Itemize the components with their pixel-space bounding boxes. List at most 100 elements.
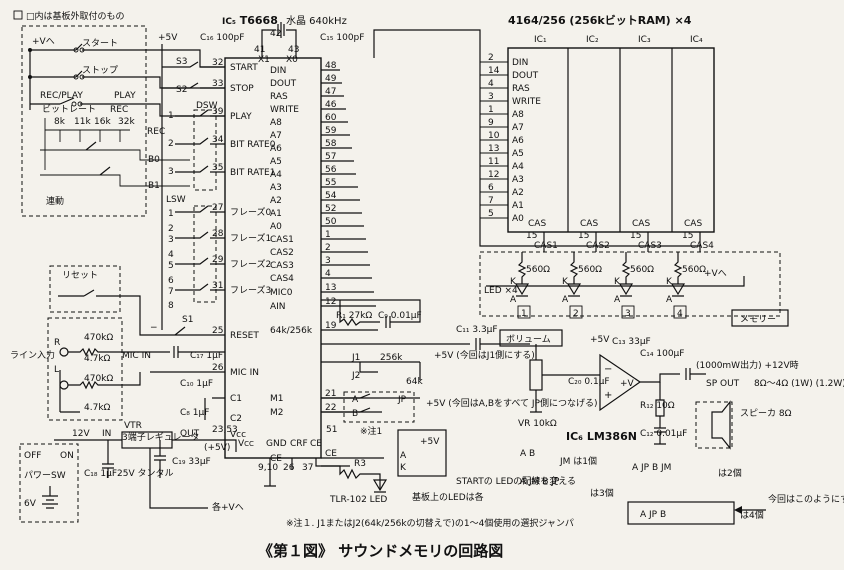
j2-label: J2: [351, 371, 360, 381]
jack-l-icon: [59, 380, 69, 390]
memory-led-icon: [514, 283, 530, 297]
in-label: IN: [102, 429, 111, 439]
gnd-label: GND: [266, 439, 287, 449]
on-label: ON: [60, 451, 74, 461]
s2-switch-icon: [162, 82, 225, 89]
start-switch-label: スタート: [82, 38, 118, 49]
ic5-left-pin-label: C1: [230, 394, 242, 404]
64k-label: 64k: [406, 377, 423, 387]
led-number-box: [569, 305, 583, 319]
jumper-note: +5V (今回はA,Bをすべて JP側につなげる): [426, 397, 597, 409]
ic4-label: IC₄: [690, 35, 703, 45]
ic5-body: [224, 57, 322, 459]
cas-line-label: CAS2: [586, 241, 610, 251]
ic5-left-pin-label: PLAY: [230, 112, 252, 122]
r47-b: 4.7kΩ: [84, 403, 111, 413]
lsw-label: LSW: [166, 195, 186, 205]
memory-led-icon: [618, 283, 634, 297]
ic5-left-pin-num: 27: [212, 203, 223, 213]
cas-label: CAS: [528, 219, 546, 229]
jumper-a: A: [352, 395, 359, 405]
ic5-left-pin-num: 33: [212, 79, 223, 89]
reset-switch-icon: [58, 289, 225, 336]
c12-label: C₁₂ 0.01μF: [640, 429, 687, 439]
ram-pin-num: 11: [488, 157, 499, 167]
dsw-label: DSW: [196, 101, 218, 111]
outside-board-area: □内は基板外取付のもの +Vへ スタート ストップ REC/PLAY PLAY …: [13, 10, 225, 217]
jack-r-icon: [59, 347, 69, 357]
led-a: A: [400, 451, 407, 461]
tlr-label: TLR-102 LED: [329, 495, 387, 505]
ic5-right-pin-num: 49: [325, 74, 337, 84]
r1-label: R₁ 27kΩ: [336, 311, 372, 321]
data-bus: [373, 29, 700, 247]
ic5-right-pin-num: 60: [325, 113, 337, 123]
to-v-label: 各+Vへ: [212, 501, 244, 513]
play-label: PLAY: [114, 91, 136, 101]
cas-line-label: CAS4: [690, 241, 714, 251]
r3-label: R3: [354, 459, 366, 469]
ram-pin-label: RAS: [512, 84, 530, 94]
legend-2-text: は3個: [590, 487, 614, 499]
reset-button-label: リセット: [62, 270, 98, 281]
ram-pin-label: A7: [512, 123, 524, 133]
s3-label: S3: [176, 57, 187, 67]
ic5-left-pin-num: 28: [212, 229, 224, 239]
led-k-label: K: [562, 277, 569, 287]
ic5-left-pin-label: Vcc: [230, 430, 246, 440]
ic5-right-pin-label: A3: [270, 183, 282, 193]
memory-led-panel: [479, 251, 781, 317]
ic5-left-pin-label: BIT RATE1: [230, 168, 275, 178]
ic5-right-pin-label: A6: [270, 144, 282, 154]
c16-label: C₁₆ 100pF: [200, 33, 244, 43]
ic5-left-pin-label: MIC IN: [230, 368, 259, 378]
ram-title: 4164/256 (256kビットRAM) ×4: [508, 13, 692, 27]
cas-label: CAS: [580, 219, 598, 229]
ram-pin-num: 5: [488, 209, 494, 219]
ic5-right-pin-num: 2: [325, 243, 331, 253]
ic5-left-pin-label: フレーズ1: [230, 232, 271, 244]
rate-16k: 16k: [94, 117, 111, 127]
ic5-right-pin-label: A7: [270, 131, 282, 141]
ic5-right-pin-num: 1: [325, 230, 331, 240]
x0-label: X0: [286, 55, 298, 65]
vplus-label: +Vへ: [32, 37, 55, 47]
mic-in-label-2: −: [150, 323, 158, 333]
dsw-num-1: 1: [168, 111, 174, 121]
ic5-right-pin-num: 13: [325, 283, 336, 293]
x1-label: X1: [258, 55, 270, 65]
rate-32k: 32k: [118, 117, 135, 127]
this-time-note: 今回はこのようにする: [768, 493, 844, 505]
ic5-right-pin-num: 3: [325, 256, 331, 266]
crystal-label: 水晶 640kHz: [286, 15, 347, 27]
c13-label: C₁₃ 33μF: [612, 337, 651, 347]
off-label: OFF: [24, 451, 41, 461]
ic5-right-pin-num: 48: [325, 61, 337, 71]
plus5v-amp: +5V: [590, 335, 610, 345]
bitrate-label: ビットレート: [42, 104, 96, 115]
ce-label: CE: [310, 439, 322, 449]
ram-pin-num: 13: [488, 144, 499, 154]
volume-label: ボリューム: [506, 334, 551, 345]
switch-panel-outline: [21, 25, 147, 217]
lsw-switch-icon: [175, 205, 225, 291]
minus-input: −: [604, 364, 612, 375]
outside-board-note: □内は基板外取付のもの: [26, 10, 125, 22]
dsw-switch-icon: [175, 109, 225, 173]
ic5-right-pin-label: A5: [270, 157, 282, 167]
onboard-switches: +5V S3 S2 DSW 1 2 3 LSW 1 2 3 4 5 6 7 8: [158, 33, 225, 330]
vplus-amp: +V: [620, 379, 635, 389]
ic5-right-pin-num: 57: [325, 152, 336, 162]
12v-label: 12V: [72, 429, 90, 439]
vcc-label: VCC: [238, 439, 254, 449]
6v-label: 6V: [24, 499, 37, 509]
ic5-right-pin-label: A2: [270, 196, 282, 206]
r470-a: 470kΩ: [84, 333, 113, 343]
ic5-right-pin-label: CAS3: [270, 261, 294, 271]
speaker-icon: [711, 400, 731, 450]
legend-3-text: は2個: [718, 467, 742, 479]
out-label: OUT: [180, 429, 200, 439]
reset-section: リセット S1: [49, 265, 225, 336]
